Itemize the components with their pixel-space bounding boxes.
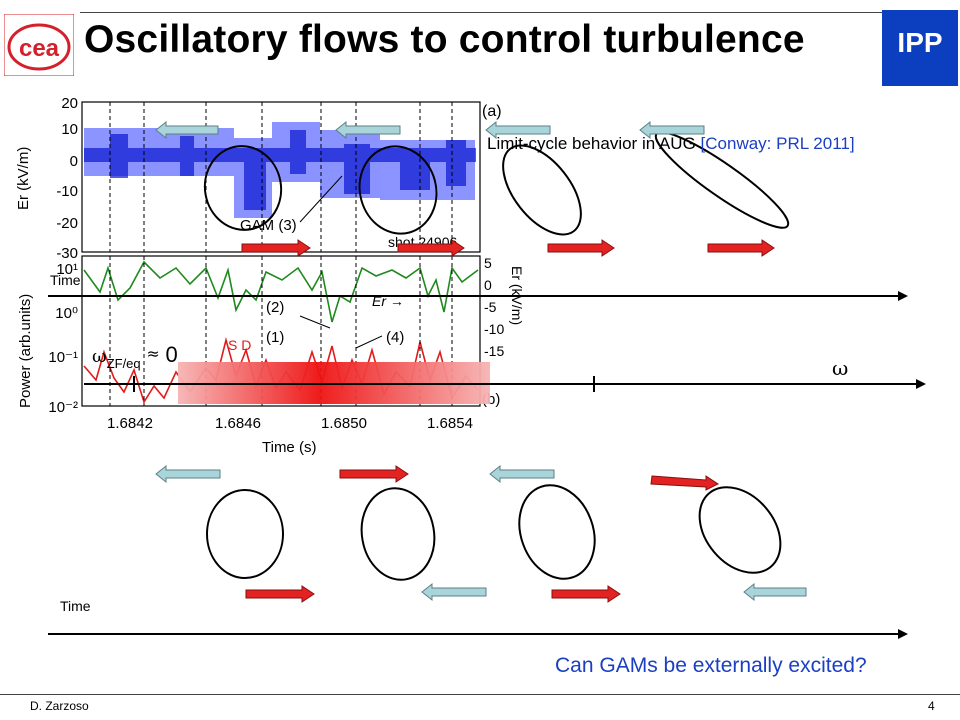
cea-logo: cea bbox=[3, 13, 75, 77]
ipp-logo-text: IPP bbox=[897, 27, 942, 58]
tick-label: -10 bbox=[484, 321, 504, 337]
annotation-4: (4) bbox=[386, 329, 404, 346]
tick-label: 10⁰ bbox=[55, 305, 78, 322]
panel-a-label: (a) bbox=[482, 103, 502, 120]
cea-logo-text: cea bbox=[19, 35, 60, 62]
tick-label: 0 bbox=[70, 153, 78, 170]
page-title: Oscillatory flows to control turbulence bbox=[84, 18, 805, 61]
time-axis-top bbox=[48, 291, 908, 301]
tick-label: 5 bbox=[484, 255, 492, 271]
footer-rule bbox=[0, 694, 960, 695]
gam-annotation: GAM (3) bbox=[240, 217, 297, 234]
red-arrow-right bbox=[650, 475, 719, 491]
reference-link: [Conway: PRL 2011] bbox=[700, 134, 855, 153]
tick-label: 1.6846 bbox=[215, 415, 261, 432]
tick-label: 1.6854 bbox=[427, 415, 473, 432]
panel-b-x-ticks: 1.6842 1.6846 1.6850 1.6854 bbox=[107, 415, 473, 432]
omega-zf-label: ωZF/eq ≈ 0 bbox=[92, 342, 178, 371]
blue-arrow-left bbox=[421, 582, 487, 602]
blue-arrow-left bbox=[743, 582, 807, 602]
time-label-bottom: Time bbox=[60, 598, 91, 614]
tick-label: 1.6842 bbox=[107, 415, 153, 432]
limit-cycle-caption: Limit-cycle behavior in AUG [Conway: PRL… bbox=[487, 134, 855, 154]
red-arrow-right bbox=[339, 465, 409, 483]
tick-label: -5 bbox=[484, 299, 497, 315]
tick-label: 10⁻² bbox=[48, 399, 78, 416]
sd-trace-label: S D bbox=[228, 337, 251, 353]
tick-label: 10¹ bbox=[56, 261, 78, 278]
top-red-arrows bbox=[241, 239, 775, 257]
approx-symbol: ≈ bbox=[146, 344, 160, 363]
title-rule bbox=[80, 12, 958, 13]
tick-label: -30 bbox=[56, 245, 78, 262]
time-label-top: Time bbox=[50, 272, 81, 288]
annotation-1: (1) bbox=[266, 329, 284, 346]
omega-symbol: ω bbox=[92, 346, 107, 367]
bottom-cycle-cartoon bbox=[206, 484, 782, 581]
omega-subscript: ZF/eq bbox=[106, 356, 141, 371]
closing-question: Can GAMs be externally excited? bbox=[555, 654, 867, 677]
red-arrow-right bbox=[551, 585, 621, 603]
limit-cycle-text: Limit-cycle behavior in AUG bbox=[487, 134, 701, 153]
page-number: 4 bbox=[928, 699, 935, 713]
omega-axis-label: ω bbox=[832, 356, 849, 380]
er-trace bbox=[83, 260, 479, 323]
red-arrow-right bbox=[397, 239, 465, 257]
tick-label: 20 bbox=[61, 95, 78, 112]
panel-a: GAM (3) shot 24906 (a) 20 10 0 -10 -20 -… bbox=[15, 95, 502, 262]
tick-label: -20 bbox=[56, 215, 78, 232]
bottom-blue-arrows bbox=[155, 464, 807, 602]
tick-label: 0 bbox=[484, 277, 492, 293]
blue-arrow-left bbox=[155, 120, 219, 140]
red-arrow-right bbox=[241, 239, 311, 257]
panel-b-y-label: Power (arb.units) bbox=[17, 294, 34, 408]
bottom-red-arrows bbox=[245, 465, 719, 603]
blue-arrow-left bbox=[639, 120, 705, 140]
time-axis-bottom bbox=[48, 629, 908, 639]
panel-a-y-label: Er (kV/m) bbox=[15, 147, 32, 210]
panel-b-right-ticks: 5 0 -5 -10 -15 bbox=[484, 255, 504, 359]
red-arrow-right bbox=[707, 239, 775, 257]
omega-zero-value: 0 bbox=[165, 342, 178, 367]
annotation-2: (2) bbox=[266, 299, 284, 316]
tick-label: -10 bbox=[56, 183, 78, 200]
tick-label: 10 bbox=[61, 121, 78, 138]
panel-b-x-label: Time (s) bbox=[262, 439, 316, 456]
tick-label: 1.6850 bbox=[321, 415, 367, 432]
panel-b-y-ticks: 10¹ 10⁰ 10⁻¹ 10⁻² bbox=[48, 261, 78, 416]
tick-label: -15 bbox=[484, 343, 504, 359]
tick-label: 10⁻¹ bbox=[48, 349, 78, 366]
blue-arrow-left bbox=[335, 120, 401, 140]
red-arrow-right bbox=[547, 239, 615, 257]
blue-arrow-left bbox=[155, 464, 221, 484]
panel-a-y-ticks: 20 10 0 -10 -20 -30 bbox=[56, 95, 78, 262]
footer-author: D. Zarzoso bbox=[30, 699, 89, 713]
top-blue-arrows bbox=[155, 120, 705, 140]
omega-axis bbox=[84, 376, 926, 392]
blue-arrow-left bbox=[489, 464, 555, 484]
ipp-logo: IPP bbox=[882, 10, 958, 86]
red-arrow-right bbox=[245, 585, 315, 603]
blue-arrow-left bbox=[485, 120, 551, 140]
